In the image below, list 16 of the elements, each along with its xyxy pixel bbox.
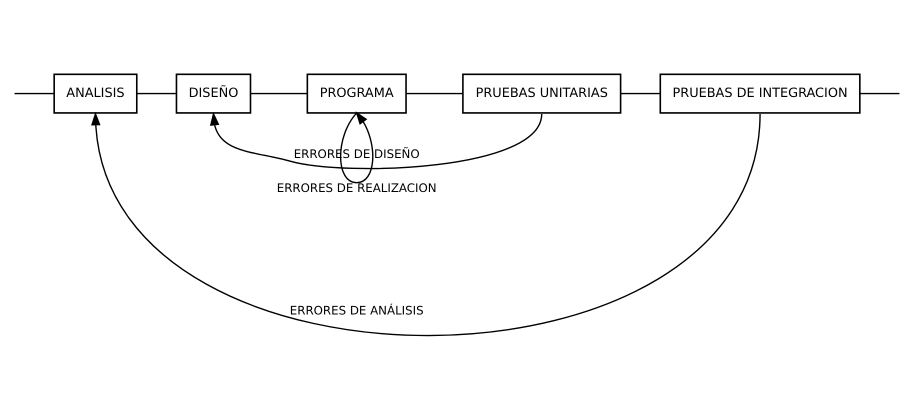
node-box: PROGRAMA — [306, 72, 407, 114]
connector — [14, 92, 54, 94]
arrow — [210, 111, 542, 169]
connector — [250, 92, 307, 94]
node-box: PRUEBAS DE INTEGRACION — [660, 72, 861, 114]
edge-label: ERRORES DE ANÁLISIS — [290, 302, 424, 317]
connector — [137, 92, 176, 94]
arrow — [91, 111, 761, 336]
connector — [620, 92, 660, 94]
node-box: PRUEBAS UNITARIAS — [462, 72, 622, 114]
connector — [860, 92, 900, 94]
connector — [406, 92, 463, 94]
edge-label: ERRORES DE REALIZACION — [276, 180, 437, 195]
arrow — [340, 110, 374, 183]
node-box: ANALISIS — [53, 72, 138, 114]
node-box: DISEÑO — [176, 72, 252, 114]
